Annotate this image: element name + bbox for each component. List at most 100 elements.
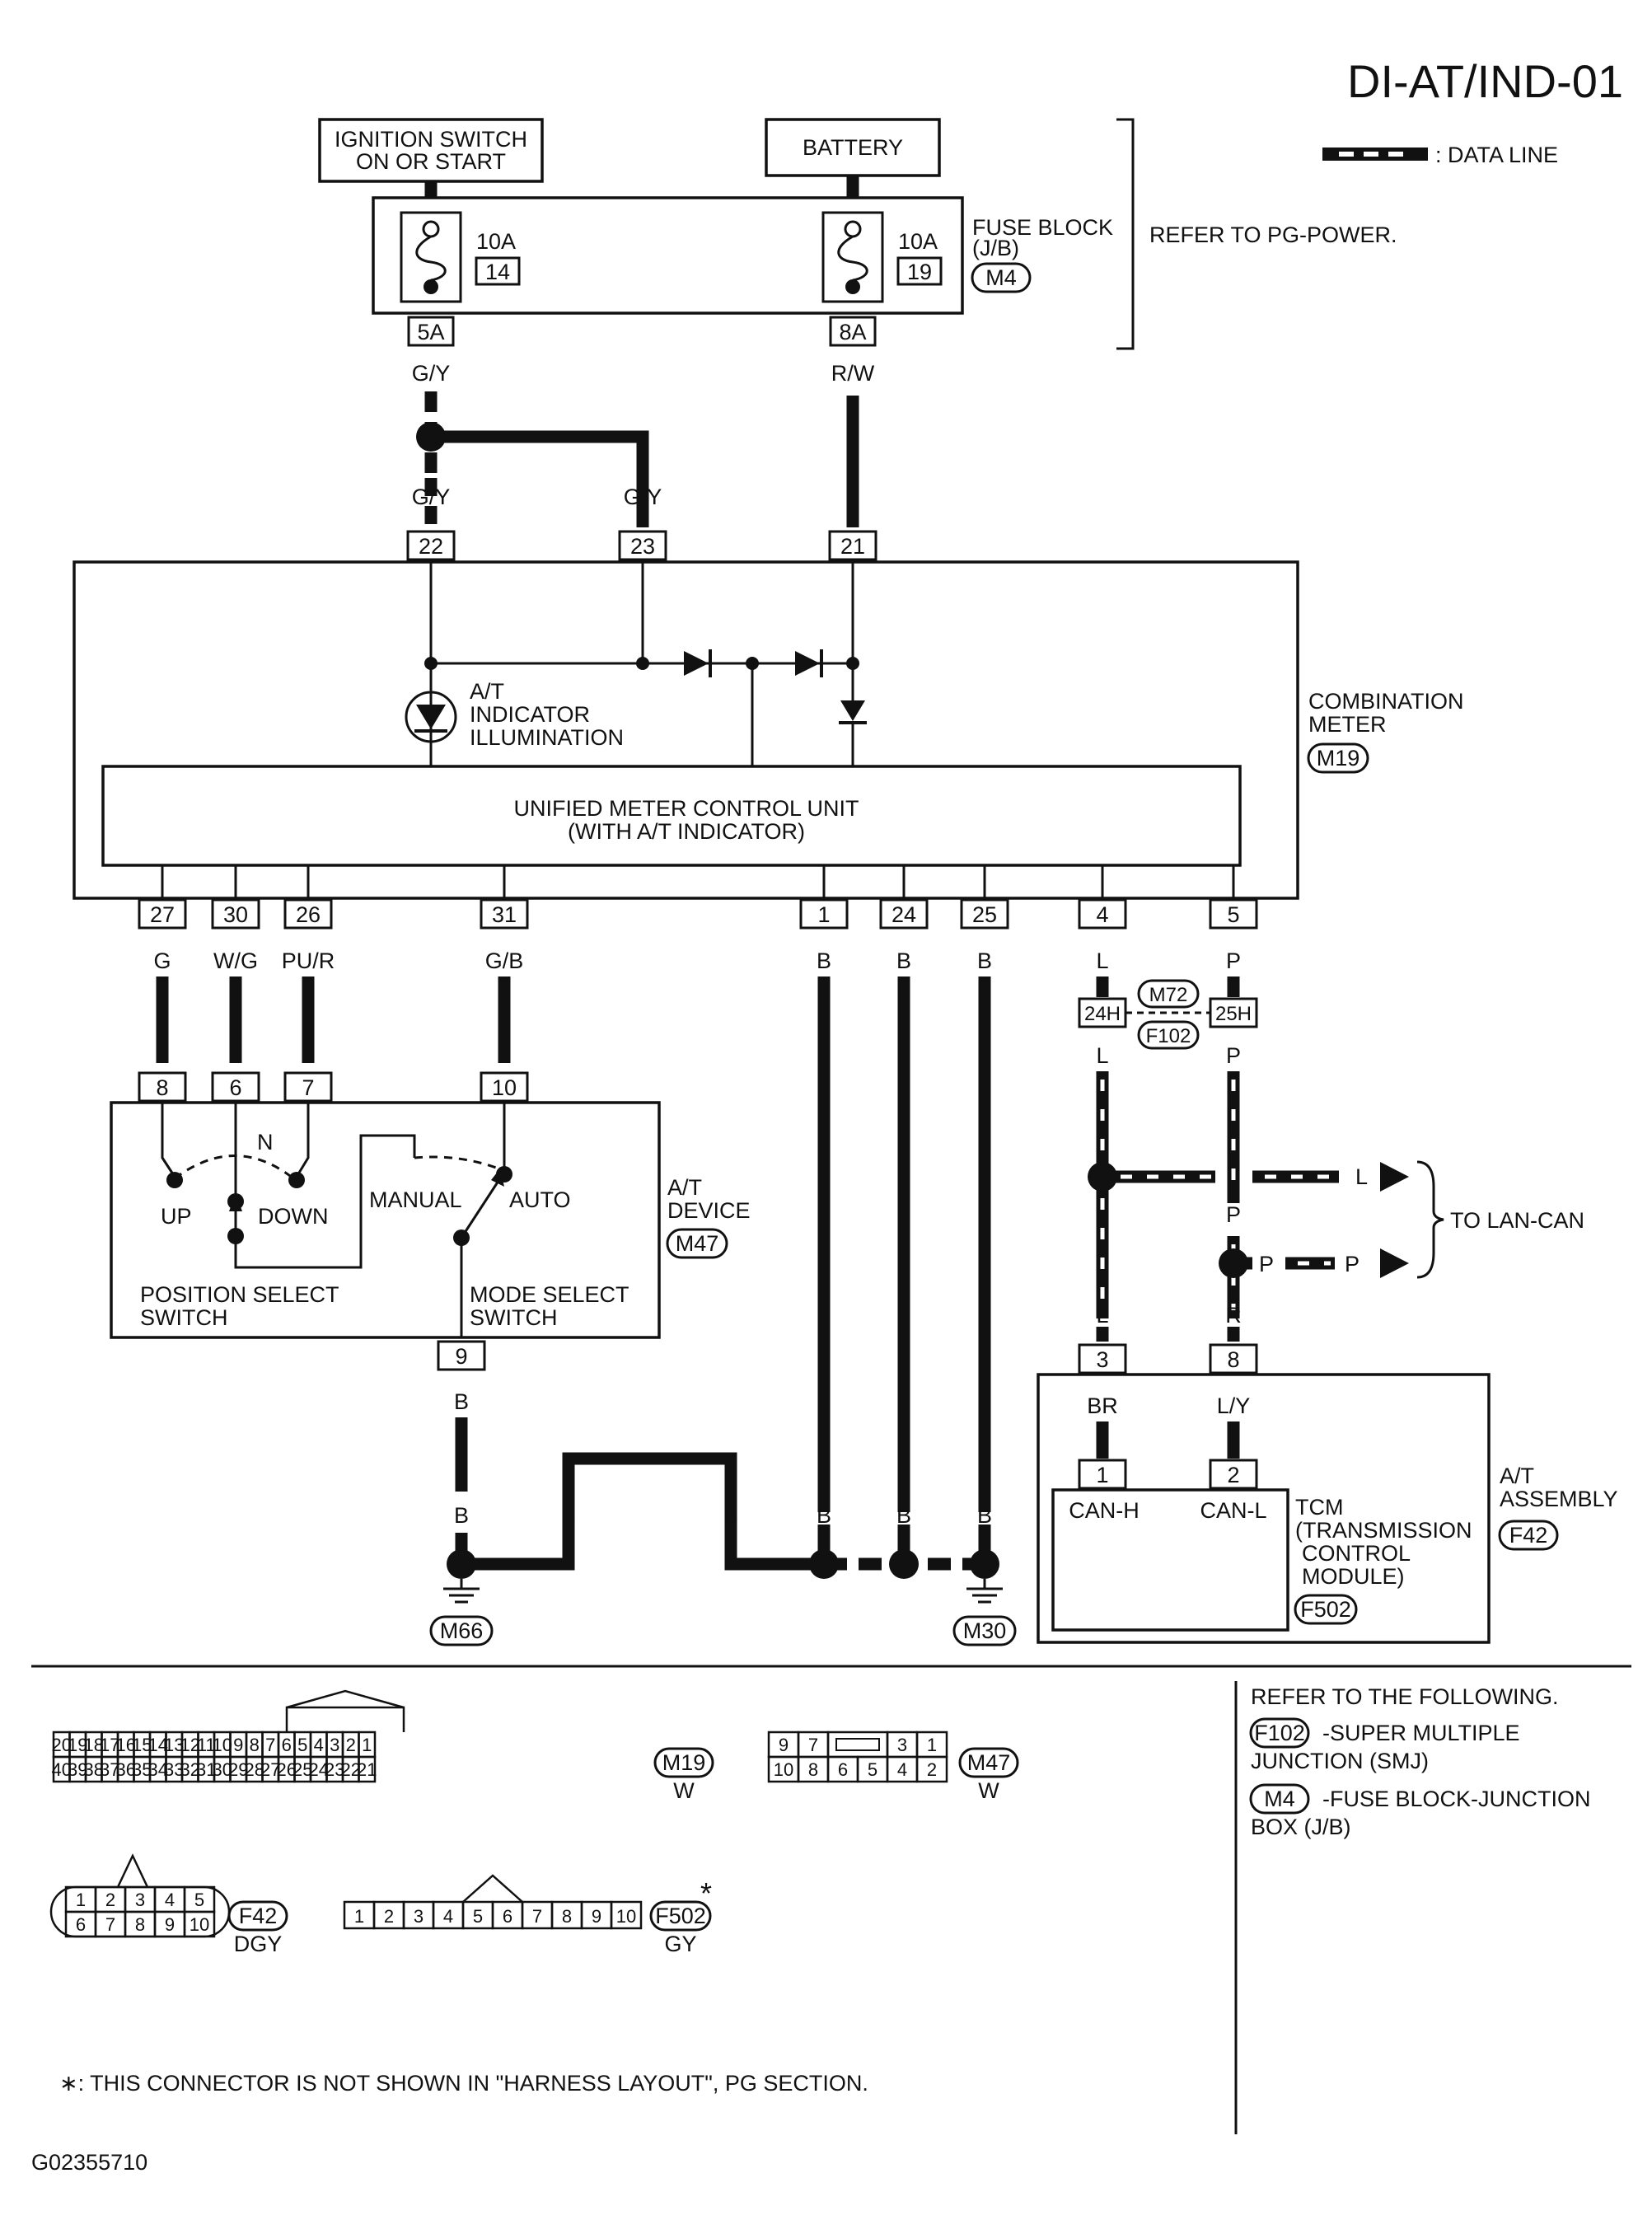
f42-r1-pin: 2 bbox=[105, 1890, 115, 1910]
svg-text:23: 23 bbox=[630, 534, 655, 559]
f502-pin: 7 bbox=[532, 1906, 542, 1927]
wire-label-rw: R/W bbox=[831, 361, 875, 386]
f502-pin: 3 bbox=[414, 1906, 424, 1927]
wire-label-b-g6: B bbox=[977, 1503, 992, 1528]
ground-symbol-right bbox=[966, 1579, 1003, 1604]
illumination-label-3: ILLUMINATION bbox=[470, 725, 624, 750]
m19-r1-pin: 7 bbox=[265, 1735, 275, 1755]
f502-pin: 4 bbox=[443, 1906, 453, 1927]
position-switch-label-1: POSITION SELECT bbox=[140, 1282, 339, 1307]
m19-r1-pin: 16 bbox=[116, 1735, 136, 1755]
label-auto: AUTO bbox=[509, 1187, 571, 1212]
at-assembly-label-2: ASSEMBLY bbox=[1500, 1487, 1618, 1511]
cm-pin-23: 23 bbox=[618, 530, 667, 561]
figure-id: G02355710 bbox=[31, 2150, 147, 2175]
m19-r2-pin: 26 bbox=[277, 1759, 297, 1780]
m19-r2-pin: 33 bbox=[164, 1759, 184, 1780]
ignition-switch-label-1: IGNITION SWITCH bbox=[335, 127, 527, 152]
tcm-pin-1: 1 bbox=[1078, 1459, 1127, 1490]
tcm-pin-2: 2 bbox=[1209, 1459, 1258, 1490]
lan-wire-p-2: P bbox=[1345, 1252, 1360, 1276]
wire-label-p-5: P bbox=[1226, 948, 1241, 973]
svg-text:8: 8 bbox=[1227, 1347, 1239, 1372]
fuse-19: 10A 19 bbox=[821, 211, 943, 303]
cm-pin-4: 4 bbox=[1078, 898, 1127, 930]
m19-r2-pin: 32 bbox=[180, 1759, 200, 1780]
wire-label-br: BR bbox=[1087, 1393, 1118, 1418]
wire-label-wg: W/G bbox=[213, 948, 258, 973]
cm-pin-1: 1 bbox=[799, 898, 849, 930]
svg-text:27: 27 bbox=[150, 902, 175, 927]
tcm-can-l: CAN-L bbox=[1200, 1498, 1266, 1523]
wire-label-l-smj: L bbox=[1096, 1043, 1108, 1068]
svg-text:24: 24 bbox=[892, 902, 916, 927]
position-switch-label-2: SWITCH bbox=[140, 1305, 227, 1330]
m19-color: W bbox=[673, 1778, 695, 1803]
at-assembly-label-1: A/T bbox=[1500, 1464, 1534, 1488]
m19-r2-pin: 36 bbox=[116, 1759, 136, 1780]
at-device-label-1: A/T bbox=[667, 1175, 702, 1200]
label-down: DOWN bbox=[258, 1204, 328, 1229]
wire-label-gy-22: G/Y bbox=[412, 485, 451, 509]
f502-pin: 8 bbox=[562, 1906, 572, 1927]
atd-pin-8: 8 bbox=[138, 1071, 187, 1103]
m19-r2-pin: 24 bbox=[309, 1759, 329, 1780]
m47-r1-pin: 9 bbox=[779, 1735, 789, 1755]
m19-r2-pin: 25 bbox=[292, 1759, 312, 1780]
svg-text:7: 7 bbox=[302, 1075, 314, 1100]
label-n: N bbox=[257, 1130, 274, 1154]
m47-r2-pin: 8 bbox=[808, 1759, 818, 1780]
svg-text:14: 14 bbox=[485, 260, 510, 284]
lan-wire-p-vert: P bbox=[1226, 1202, 1241, 1227]
svg-text:22: 22 bbox=[419, 534, 443, 559]
tcm-label-3: CONTROL bbox=[1302, 1541, 1411, 1566]
mode-switch-label-2: SWITCH bbox=[470, 1305, 557, 1330]
f502-star: * bbox=[700, 1876, 712, 1910]
m47-r2-pin: 4 bbox=[897, 1759, 907, 1780]
m47-r1-pin: 1 bbox=[927, 1735, 937, 1755]
wire-label-p-smj: P bbox=[1226, 1043, 1241, 1068]
wire-label-gy-top: G/Y bbox=[412, 361, 451, 386]
m19-r1-pin: 15 bbox=[132, 1735, 152, 1755]
label-up: UP bbox=[161, 1204, 192, 1229]
tcm-label-2: (TRANSMISSION bbox=[1295, 1518, 1472, 1543]
f42-r1-pin: 1 bbox=[76, 1890, 86, 1910]
illumination-label-2: INDICATOR bbox=[470, 702, 590, 727]
refer-f102-text2: JUNCTION (SMJ) bbox=[1251, 1749, 1429, 1773]
svg-text:21: 21 bbox=[840, 534, 865, 559]
m19-r2-pin: 37 bbox=[100, 1759, 119, 1780]
f42-r1-pin: 5 bbox=[194, 1890, 204, 1910]
wire-label-b-1: B bbox=[817, 948, 831, 973]
tcm-can-h: CAN-H bbox=[1069, 1498, 1140, 1523]
wire-label-pur: PU/R bbox=[282, 948, 335, 973]
wire-label-b-g2: B bbox=[561, 1503, 576, 1528]
ground-symbol-left bbox=[443, 1579, 480, 1604]
unified-meter-control-unit bbox=[101, 765, 1242, 867]
m19-conn-id: M19 bbox=[662, 1750, 706, 1775]
cm-pin-5: 5 bbox=[1209, 898, 1258, 930]
wire-label-b-atd: B bbox=[454, 1389, 469, 1414]
cm-pin-21: 21 bbox=[828, 530, 877, 561]
m47-conn-id: M47 bbox=[967, 1750, 1011, 1775]
f502-pin: 10 bbox=[616, 1906, 636, 1927]
cm-pin-31: 31 bbox=[480, 898, 529, 930]
mode-switch-label-1: MODE SELECT bbox=[470, 1282, 629, 1307]
m19-r1-pin: 10 bbox=[213, 1735, 232, 1755]
refer-following-title: REFER TO THE FOLLOWING. bbox=[1251, 1684, 1559, 1709]
m19-r2-pin: 22 bbox=[341, 1759, 361, 1780]
data-line-legend: : DATA LINE bbox=[1322, 143, 1558, 167]
wire-label-ly: L/Y bbox=[1217, 1393, 1251, 1418]
svg-text:1: 1 bbox=[817, 902, 830, 927]
svg-text:24H: 24H bbox=[1084, 1003, 1121, 1025]
cm-pin-25: 25 bbox=[960, 898, 1009, 930]
fuse-block-box bbox=[372, 196, 964, 315]
m19-r2-pin: 35 bbox=[132, 1759, 152, 1780]
tcm-conn: F502 bbox=[1300, 1597, 1351, 1622]
at-device-label-2: DEVICE bbox=[667, 1198, 751, 1223]
atd-pin-6: 6 bbox=[211, 1071, 260, 1103]
svg-text:8: 8 bbox=[156, 1075, 168, 1100]
f502-pin: 1 bbox=[354, 1906, 364, 1927]
ignition-switch-label-2: ON OR START bbox=[356, 149, 506, 174]
